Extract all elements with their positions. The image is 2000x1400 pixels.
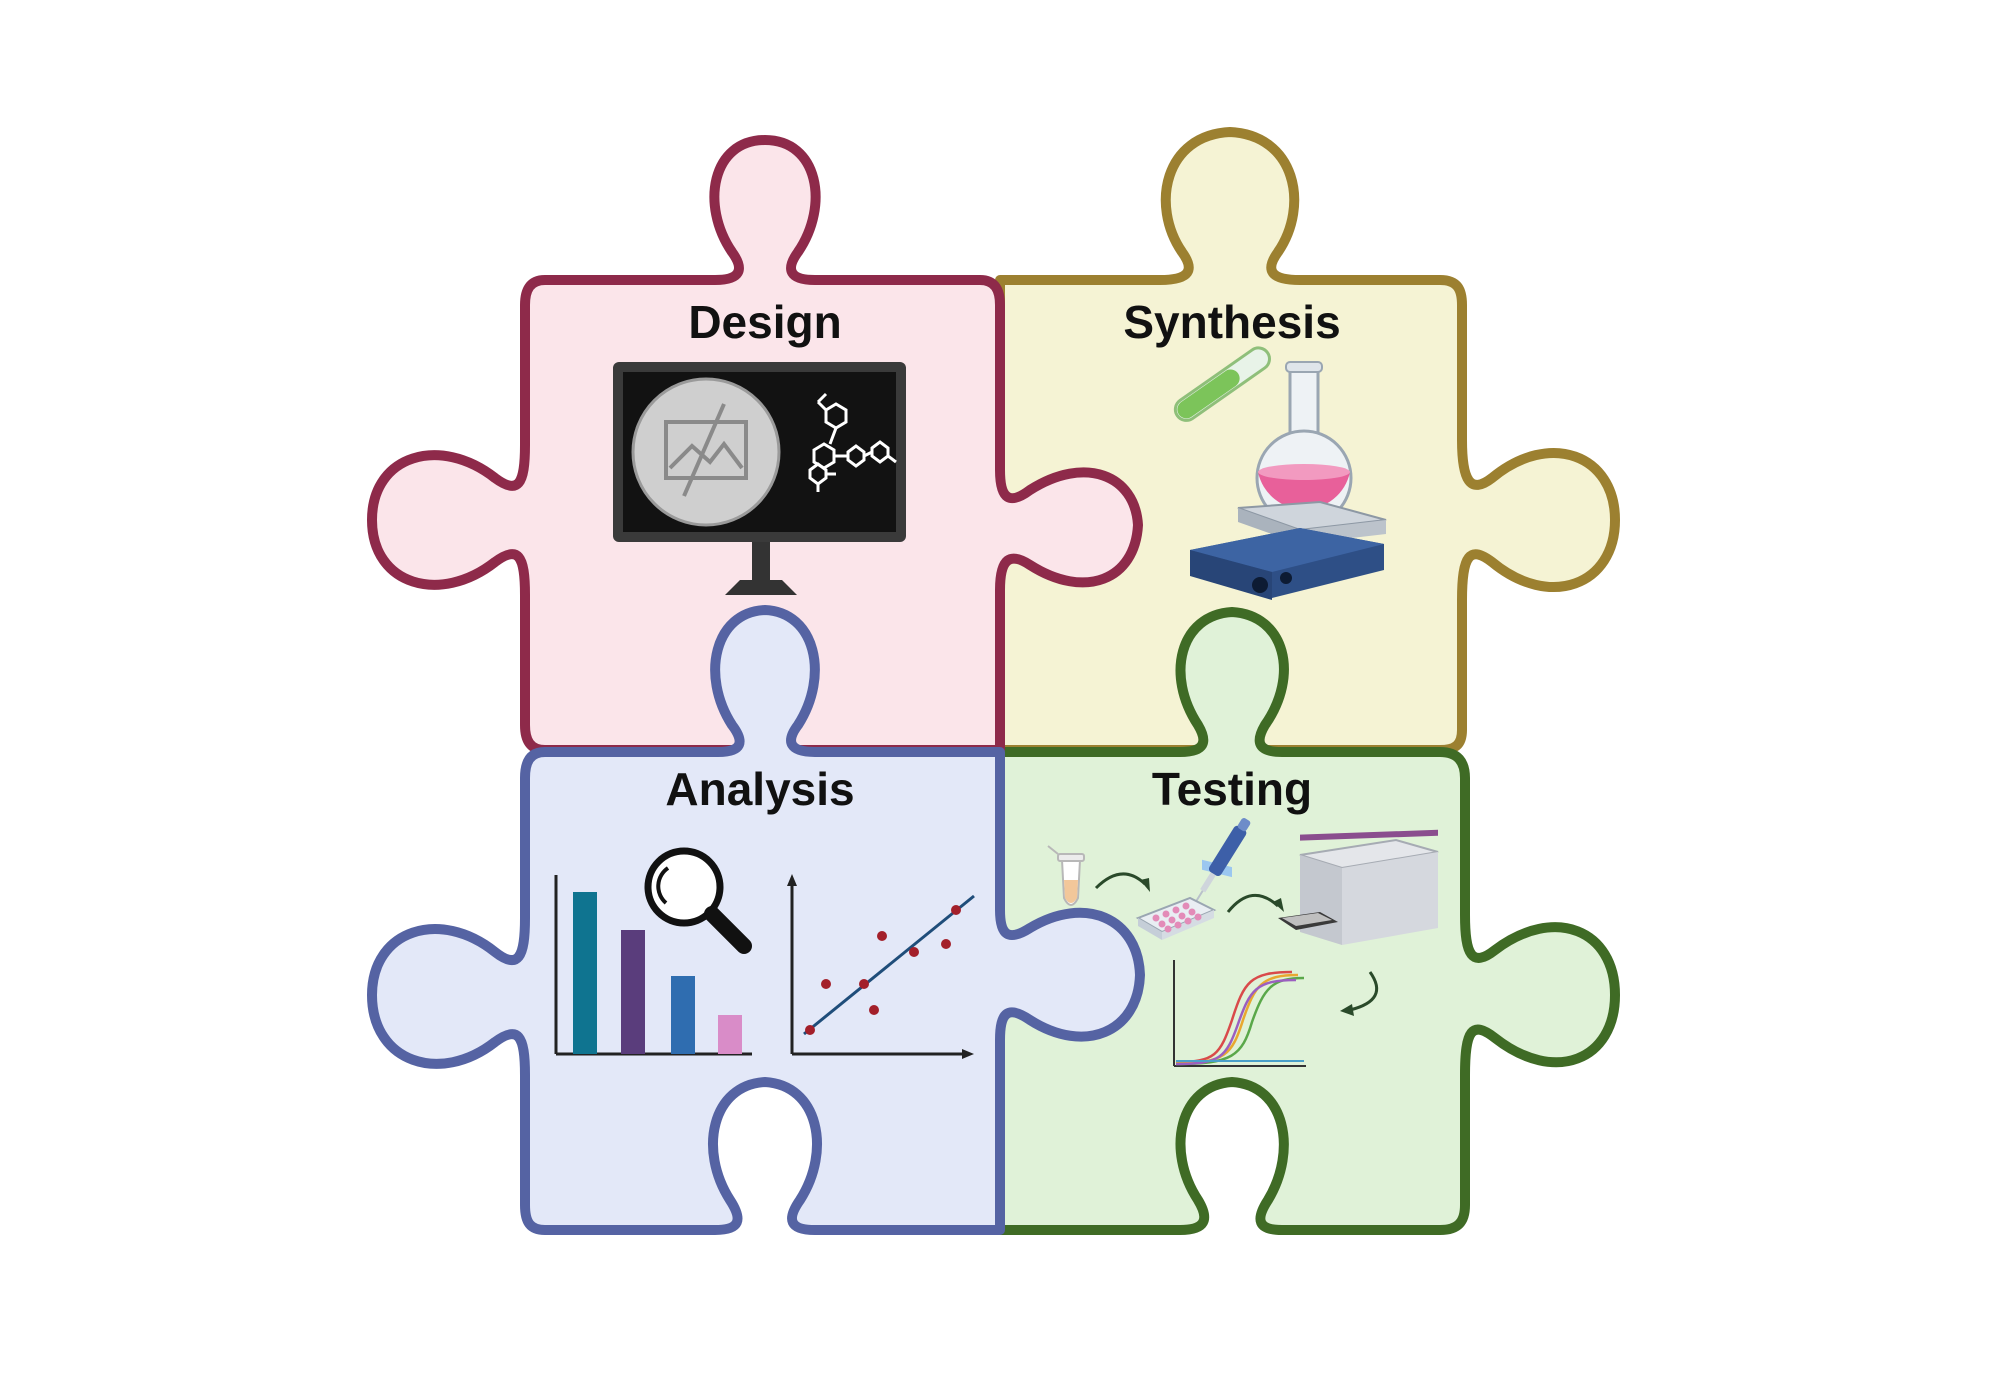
test-tube-icon — [1173, 346, 1271, 422]
amplification-curves-icon — [1173, 960, 1306, 1067]
bar-2 — [621, 930, 645, 1054]
scatter-point — [909, 947, 919, 957]
scatter-point — [941, 939, 951, 949]
image-placeholder-icon — [631, 377, 781, 527]
scatter-point — [821, 979, 831, 989]
sample-tube-icon — [1047, 845, 1085, 906]
magnifying-glass-icon — [644, 847, 752, 954]
molecule-icon — [808, 392, 897, 492]
arrow-icon — [1094, 872, 1150, 892]
well-plate-icon — [1135, 896, 1217, 940]
analysis-piece-shape — [367, 605, 1145, 1235]
arrow-icon — [1340, 971, 1379, 1016]
pipette-icon — [1192, 818, 1251, 907]
testing-title: Testing — [1152, 763, 1312, 815]
hot-plate-stirrer-icon — [1190, 500, 1387, 878]
synthesis-title: Synthesis — [1123, 296, 1340, 348]
scatter-point — [859, 979, 869, 989]
scatter-point — [869, 1005, 879, 1015]
scatter-plot-icon — [787, 874, 975, 1059]
computer-monitor-icon — [613, 362, 906, 595]
arrow-icon — [1226, 893, 1284, 913]
scatter-point — [951, 905, 961, 915]
scatter-point — [805, 1025, 815, 1035]
analysis-piece — [367, 605, 1145, 1235]
bar-4 — [718, 1015, 742, 1054]
bar-3 — [671, 976, 695, 1054]
analysis-title: Analysis — [665, 763, 854, 815]
bar-chart-icon — [554, 875, 752, 1056]
scatter-point — [877, 931, 887, 941]
round-bottom-flask-icon — [1255, 361, 1353, 527]
trend-line — [803, 894, 975, 1036]
design-title: Design — [688, 296, 841, 348]
plate-reader-icon — [1278, 829, 1439, 945]
bar-1 — [573, 892, 597, 1054]
